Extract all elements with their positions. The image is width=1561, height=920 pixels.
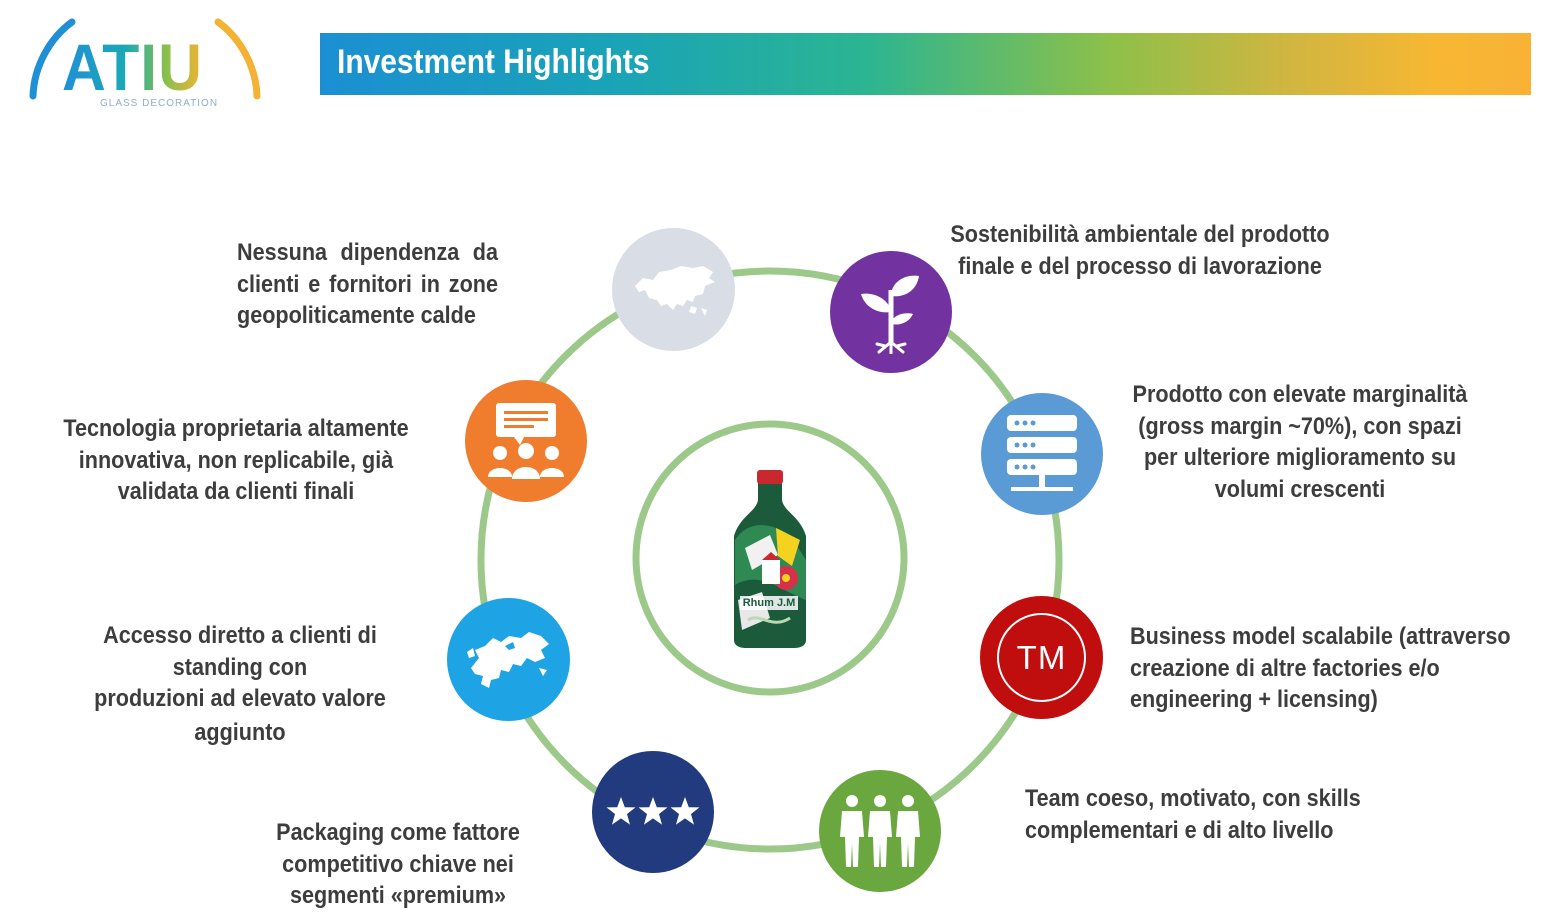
logo-wordmark: ATIU (62, 30, 203, 104)
label-technology: Tecnologia proprietaria altamente innova… (63, 415, 409, 505)
label-sustainability: Sostenibilità ambientale del prodotto fi… (950, 221, 1330, 280)
customers-circle (447, 598, 570, 721)
margins-circle (981, 393, 1103, 515)
company-logo: ATIU GLASS DECORATION (28, 18, 268, 113)
inner-ring (632, 420, 908, 696)
label-geopolitics: Nessuna dipendenza da clienti e fornitor… (237, 239, 498, 329)
three-stars-icon (606, 797, 700, 825)
geopolitics-circle (612, 228, 735, 351)
page-title: Investment Highlights (337, 43, 650, 81)
label-margins: Prodotto con elevate marginalità (gross … (1132, 381, 1468, 503)
trademark-symbol: TM (1016, 639, 1067, 676)
plant-icon (861, 275, 919, 354)
logo-arcs (29, 18, 261, 100)
asia-map-icon (634, 265, 715, 316)
business-model-circle: TM (980, 596, 1103, 719)
rhum-bottle-image (734, 470, 806, 648)
label-team: Team coeso, motivato, con skills complem… (1025, 785, 1361, 844)
europe-map-icon (466, 631, 549, 688)
team-circle (819, 770, 941, 892)
bottle-label: Rhum J.M (742, 597, 796, 609)
outer-ring (477, 267, 1063, 853)
label-business-model: Business model scalabile (attraverso cre… (1130, 623, 1511, 713)
technology-circle (465, 380, 587, 502)
trademark-icon: TM (997, 613, 1086, 702)
team-people-icon (840, 795, 920, 867)
label-packaging: Packaging come fattore competitivo chiav… (276, 819, 520, 909)
packaging-circle (592, 751, 714, 873)
label-customers: Accesso diretto a clienti di standing co… (94, 622, 386, 746)
sustainability-circle (830, 251, 952, 373)
title-bar: Investment Highlights (320, 33, 1531, 95)
presentation-audience-icon (488, 403, 564, 479)
server-icon (1007, 415, 1077, 491)
logo-subtitle: GLASS DECORATION (100, 98, 219, 109)
